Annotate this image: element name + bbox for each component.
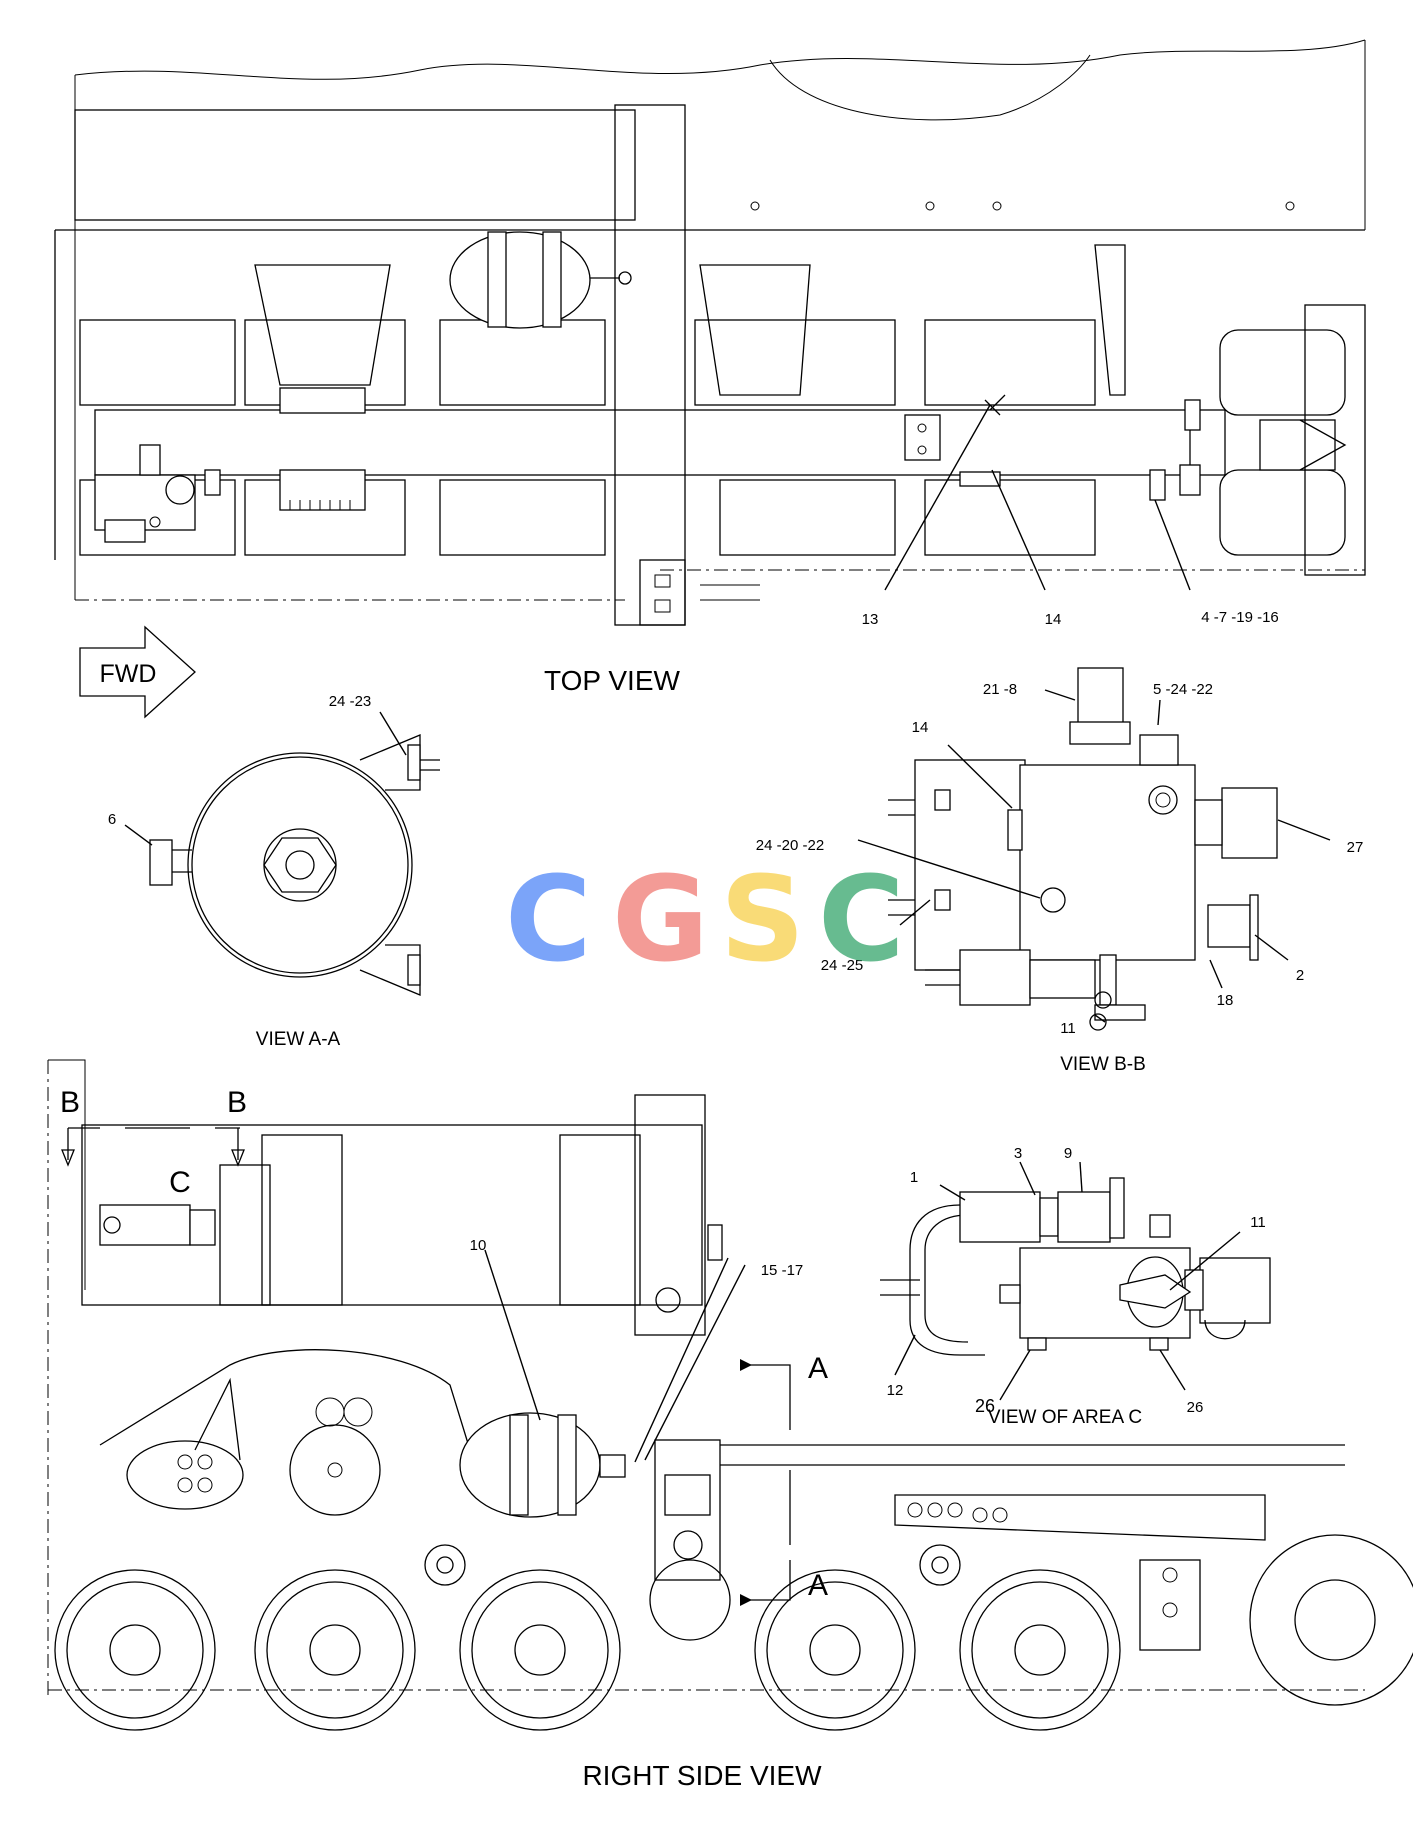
- view-aa-title: VIEW A-A: [256, 1029, 341, 1050]
- callout-label: 24 -25: [821, 957, 864, 974]
- forward-arrow: [79, 625, 196, 719]
- view-area-c-title: VIEW OF AREA C: [988, 1407, 1142, 1428]
- callout-label: 11: [1060, 1020, 1076, 1037]
- view-bb-title: VIEW B-B: [1060, 1054, 1146, 1075]
- callout-label: 11: [1250, 1214, 1266, 1231]
- road-wheels: [54, 1534, 1413, 1731]
- watermark-letter: C: [818, 850, 905, 988]
- view-area-c-drawing: [880, 1161, 1271, 1401]
- callout-label: 4 -7 -19 -16: [1201, 609, 1279, 626]
- callout-label: 3: [1014, 1145, 1022, 1162]
- callout-label: 5 -24 -22: [1153, 681, 1213, 698]
- right-side-view-title: RIGHT SIDE VIEW: [582, 1760, 822, 1791]
- watermark-letter: S: [720, 850, 805, 988]
- callout-label: 1: [910, 1169, 918, 1186]
- callout-label: 6: [108, 811, 116, 828]
- callout-label: 10: [470, 1237, 487, 1254]
- top-view-title: TOP VIEW: [544, 665, 680, 696]
- fwd-label: FWD: [100, 660, 157, 688]
- view-titles: TOP VIEW RIGHT SIDE VIEW VIEW A-A VIEW B…: [100, 660, 1146, 1791]
- section-mark-b-right: B: [227, 1086, 247, 1119]
- section-marks: B B C A A: [60, 1086, 828, 1602]
- callout-label: 14: [1045, 611, 1062, 628]
- callout-label: 26: [1187, 1399, 1204, 1416]
- callout-label: 24 -20 -22: [756, 837, 824, 854]
- section-mark-a-top: A: [808, 1352, 828, 1385]
- callout-label: 2: [1296, 967, 1304, 984]
- callout-label: 15 -17: [761, 1262, 804, 1279]
- callout-label: 12: [887, 1382, 904, 1399]
- section-mark-c: C: [169, 1166, 191, 1199]
- callout-label: 21 -8: [983, 681, 1017, 698]
- callout-label: 9: [1064, 1145, 1072, 1162]
- right-side-view-drawing: [47, 1059, 1413, 1731]
- watermark-logo: C G S C: [505, 850, 905, 988]
- watermark-letter: G: [612, 850, 709, 988]
- view-aa-drawing: [124, 711, 440, 996]
- view-bb-drawing: [857, 667, 1331, 1031]
- callout-label: 24 -23: [329, 693, 372, 710]
- callout-label: 18: [1217, 992, 1234, 1009]
- section-mark-b-left: B: [60, 1086, 80, 1119]
- watermark-letter: C: [505, 850, 592, 988]
- callouts: 13 14 4 -7 -19 -16 24 -23 6 21 -8 5 -24 …: [108, 609, 1364, 1416]
- section-mark-a-bottom: A: [808, 1569, 828, 1602]
- callout-label: 13: [862, 611, 879, 628]
- top-view-drawing: [54, 39, 1366, 626]
- callout-label: 27: [1347, 839, 1364, 856]
- callout-label: 14: [912, 719, 929, 736]
- callout-label: 26: [975, 1396, 995, 1416]
